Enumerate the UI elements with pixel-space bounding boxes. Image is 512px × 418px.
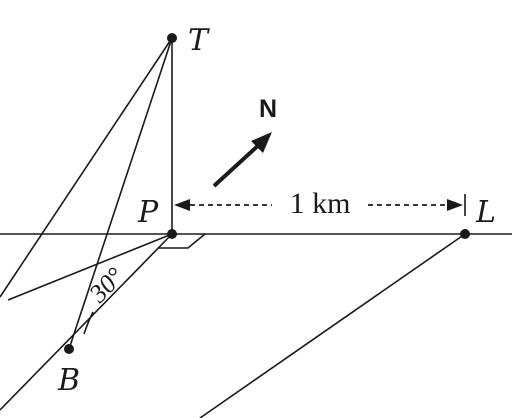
angle-label: 30° <box>83 262 130 309</box>
label-P: P <box>137 195 159 230</box>
distance-label: 1 km <box>290 187 351 220</box>
point-B <box>64 344 74 354</box>
north-arrow-shaft <box>212 140 264 188</box>
line-P-to-B <box>0 233 173 411</box>
point-T <box>167 33 177 43</box>
left-slanted-line <box>0 37 173 298</box>
label-T: T <box>188 23 210 58</box>
north-label: N <box>259 95 277 123</box>
sightline-TB <box>68 37 173 350</box>
angle-arc-30 <box>83 311 94 335</box>
label-L: L <box>475 195 496 230</box>
point-P <box>167 229 177 239</box>
north-arrow-head <box>251 132 272 153</box>
distance-arrow-right <box>447 199 463 211</box>
line-P-extension <box>7 233 173 301</box>
point-L <box>460 229 470 239</box>
line-L-slanted <box>199 233 466 418</box>
label-B: B <box>57 363 80 398</box>
right-angle-marker <box>158 233 206 249</box>
distance-arrow-left <box>174 199 190 211</box>
